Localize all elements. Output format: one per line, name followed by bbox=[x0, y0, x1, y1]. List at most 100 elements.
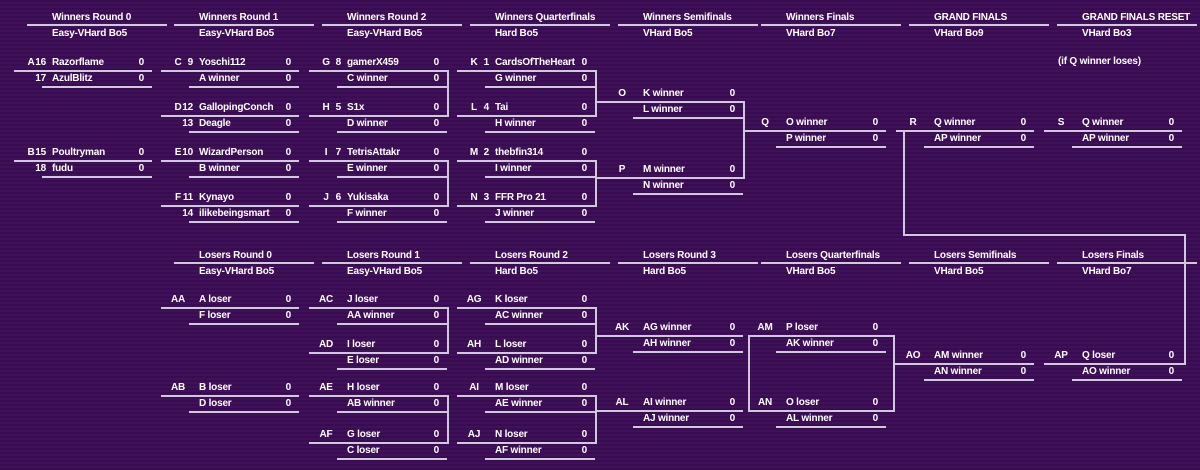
round-subtitle-losers-1: Easy-VHard Bo5 bbox=[347, 266, 423, 277]
round-title-underline bbox=[27, 24, 167, 26]
match-underline-top bbox=[457, 307, 595, 309]
score-value: 0 bbox=[1168, 366, 1175, 377]
match-underline-top bbox=[457, 395, 595, 397]
round-title-underline bbox=[174, 262, 314, 264]
match-label: AE bbox=[319, 382, 333, 393]
player-name: C loser bbox=[347, 445, 380, 456]
match-label: AI bbox=[469, 382, 479, 393]
match-label: F bbox=[175, 192, 181, 203]
match-underline-bottom bbox=[42, 176, 152, 178]
seed-number: 9 bbox=[187, 57, 194, 68]
score-value: 0 bbox=[729, 180, 736, 191]
player-name: E loser bbox=[347, 355, 379, 366]
score-value: 0 bbox=[581, 355, 588, 366]
score-value: 0 bbox=[285, 398, 292, 409]
match-label: AA bbox=[170, 294, 186, 305]
player-name: N winner bbox=[643, 180, 684, 191]
score-value: 0 bbox=[138, 73, 145, 84]
player-name: S1x bbox=[347, 102, 365, 113]
match-underline-top bbox=[161, 160, 299, 162]
connector-vertical bbox=[1184, 234, 1186, 365]
player-name: Poultryman bbox=[52, 147, 106, 158]
match-underline-top bbox=[893, 363, 1034, 365]
match-underline-bottom bbox=[485, 221, 595, 223]
player-name: O winner bbox=[786, 117, 828, 128]
player-name: AO winner bbox=[1082, 366, 1131, 377]
grand-finals-reset-note: (if Q winner loses) bbox=[1058, 56, 1141, 67]
match-underline-bottom bbox=[633, 117, 743, 119]
match-label: B bbox=[27, 147, 35, 158]
score-value: 0 bbox=[729, 338, 736, 349]
match-underline-bottom bbox=[337, 411, 447, 413]
match-underline-bottom bbox=[189, 86, 299, 88]
match-underline-top bbox=[896, 130, 1034, 132]
player-name: ilikebeingsmart bbox=[199, 208, 270, 219]
player-name: Deagle bbox=[199, 118, 231, 129]
player-name: N loser bbox=[495, 429, 528, 440]
match-label: AM bbox=[757, 322, 773, 333]
score-value: 0 bbox=[285, 102, 292, 113]
round-title-losers-2: Losers Round 2 bbox=[495, 250, 568, 261]
round-title-underline bbox=[618, 24, 758, 26]
match-label: AO bbox=[905, 350, 921, 361]
score-value: 0 bbox=[433, 310, 440, 321]
seed-number: 14 bbox=[182, 208, 193, 219]
player-name: B loser bbox=[199, 382, 232, 393]
connector-vertical bbox=[595, 307, 597, 354]
match-label: AP bbox=[1054, 350, 1068, 361]
score-value: 0 bbox=[138, 147, 145, 158]
match-underline-bottom bbox=[485, 176, 595, 178]
player-name: CardsOfTheHeart bbox=[495, 57, 575, 68]
round-subtitle-winners-0: Easy-VHard Bo5 bbox=[52, 28, 128, 39]
player-name: AG winner bbox=[643, 322, 692, 333]
score-value: 0 bbox=[433, 102, 440, 113]
seed-number: 17 bbox=[35, 73, 46, 84]
match-underline-bottom bbox=[337, 323, 447, 325]
round-subtitle-winners-4: VHard Bo5 bbox=[643, 28, 693, 39]
player-name: FFR Pro 21 bbox=[495, 192, 546, 203]
match-underline-bottom bbox=[337, 458, 447, 460]
player-name: H winner bbox=[495, 118, 536, 129]
connector-vertical bbox=[595, 70, 597, 117]
player-name: C winner bbox=[347, 73, 388, 84]
seed-number: 12 bbox=[182, 102, 193, 113]
match-label: M bbox=[469, 147, 479, 158]
score-value: 0 bbox=[872, 338, 879, 349]
match-underline-bottom bbox=[189, 131, 299, 133]
player-name: Tai bbox=[495, 102, 509, 113]
score-value: 0 bbox=[581, 382, 588, 393]
score-value: 0 bbox=[433, 294, 440, 305]
round-title-winners-2: Winners Round 2 bbox=[347, 12, 427, 23]
match-underline-bottom bbox=[337, 221, 447, 223]
player-name: AF winner bbox=[495, 445, 542, 456]
match-underline-top bbox=[457, 205, 595, 207]
player-name: AI winner bbox=[643, 397, 687, 408]
score-value: 0 bbox=[285, 118, 292, 129]
score-value: 0 bbox=[138, 163, 145, 174]
score-value: 0 bbox=[581, 57, 588, 68]
match-label: AK bbox=[614, 322, 630, 333]
match-underline-top bbox=[457, 442, 595, 444]
score-value: 0 bbox=[433, 382, 440, 393]
player-name: Razorflame bbox=[52, 57, 104, 68]
score-value: 0 bbox=[1020, 133, 1027, 144]
